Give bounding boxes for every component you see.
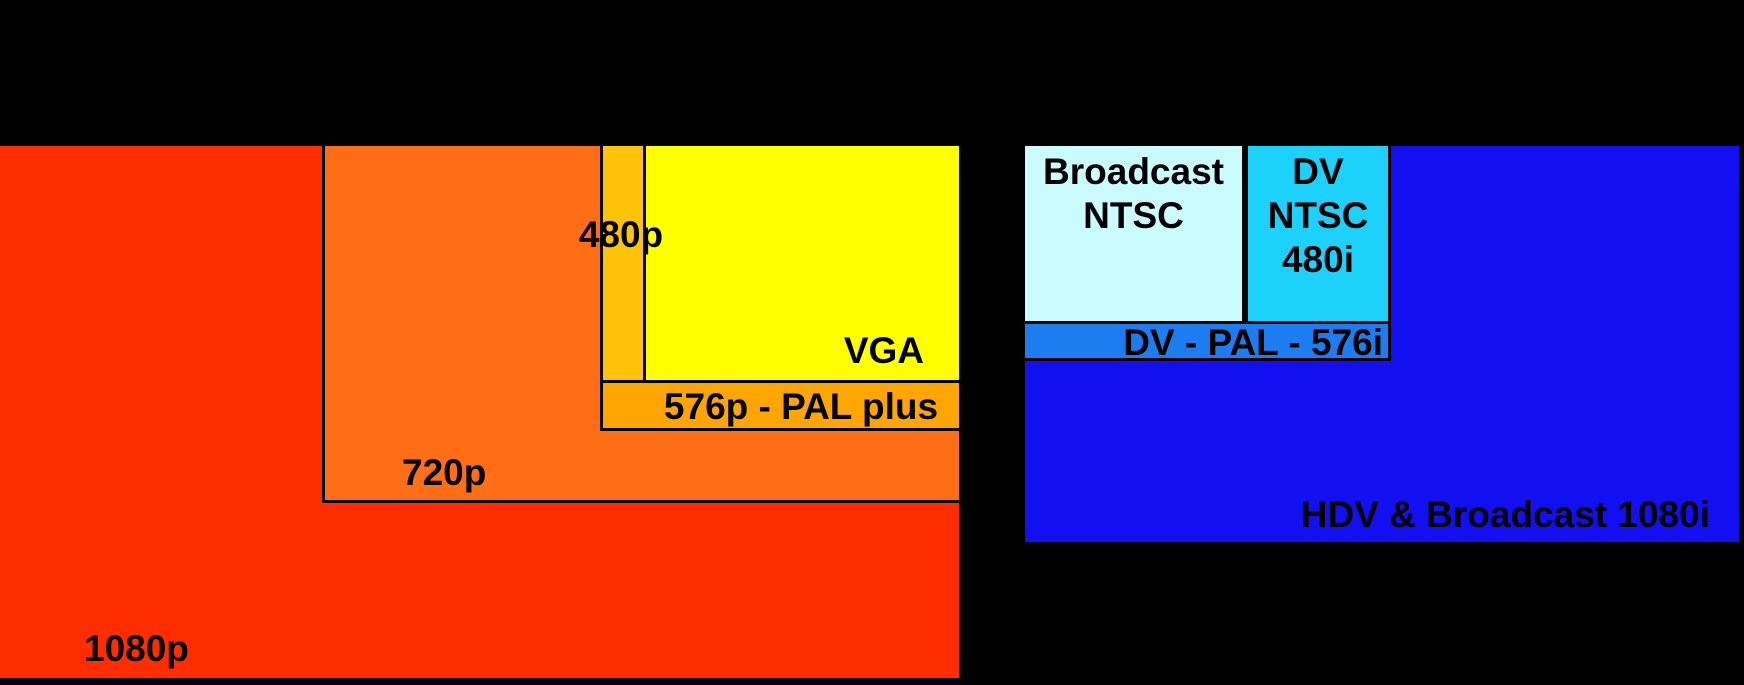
rect-vga <box>643 143 962 383</box>
rect-broadcast-ntsc <box>1022 143 1245 324</box>
rect-dv-ntsc-480i <box>1245 143 1391 324</box>
